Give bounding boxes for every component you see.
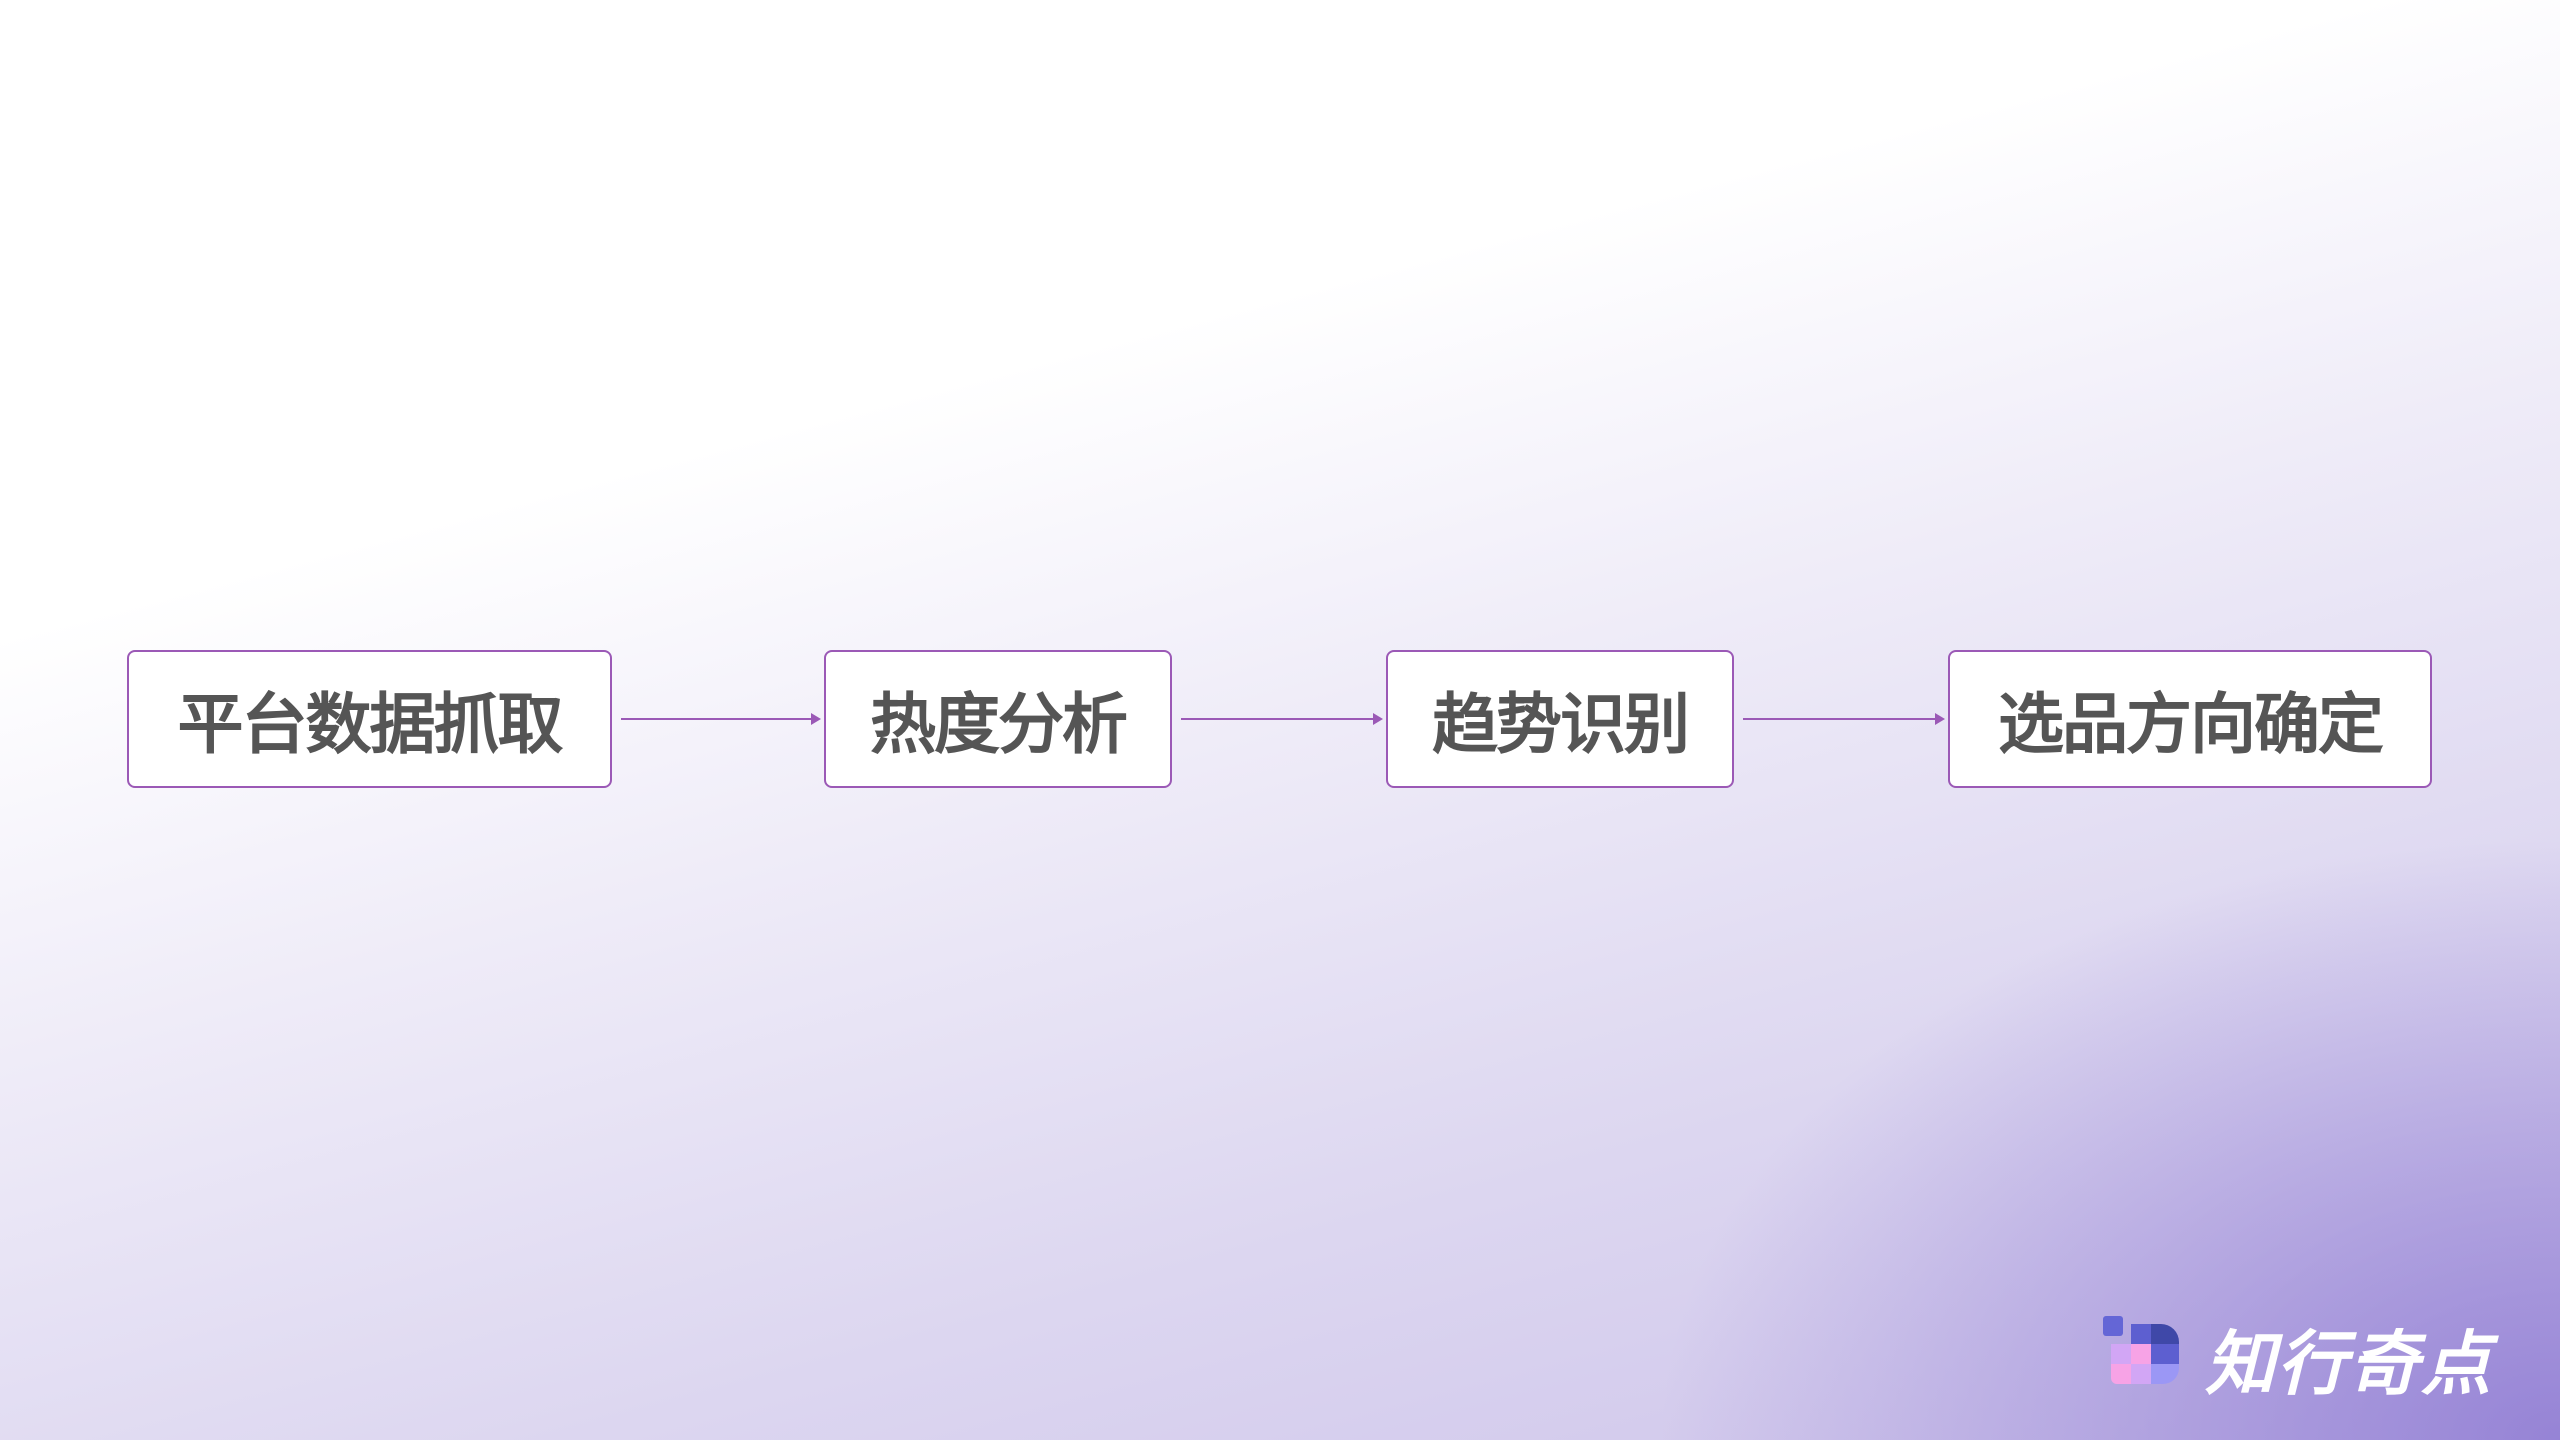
arrow-3	[1743, 713, 1945, 725]
brand-name: 知行奇点	[2205, 1323, 2493, 1405]
step-product-direction: 选品方向确定	[1948, 650, 2432, 788]
step-platform-data-scraping: 平台数据抓取	[127, 650, 612, 788]
arrow-2	[1181, 713, 1383, 725]
brand-logo-icon	[2103, 1316, 2179, 1384]
step-trend-identification: 趋势识别	[1386, 650, 1734, 788]
step-heat-analysis: 热度分析	[824, 650, 1172, 788]
arrow-1	[621, 713, 821, 725]
